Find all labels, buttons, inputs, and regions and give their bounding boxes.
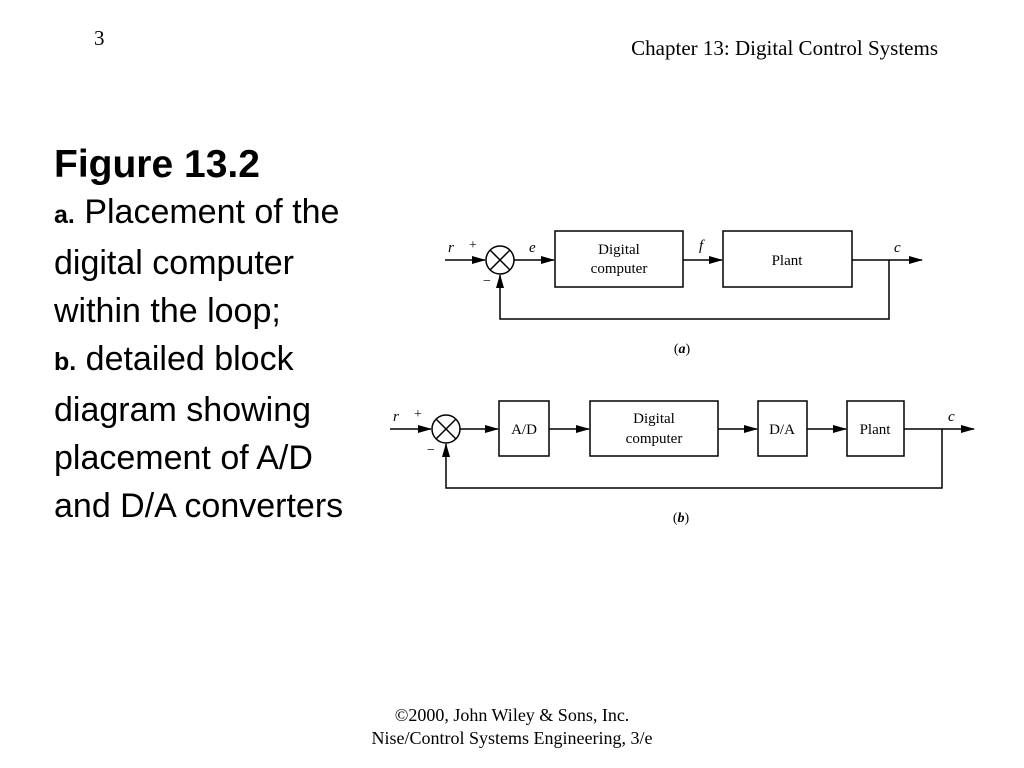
plus-sign-a: +: [469, 238, 477, 253]
ad-converter-block-b: A/D: [498, 400, 550, 457]
digital-computer-block-b: Digital computer: [589, 400, 719, 457]
digital-computer-block-a: Digital computer: [554, 230, 684, 288]
subfigure-label-a: (a): [674, 342, 691, 357]
output-label-a: c: [894, 240, 901, 256]
minus-sign-a: −: [483, 274, 491, 289]
feedback-path-a: [496, 260, 890, 320]
subfigure-letter-b: b: [678, 511, 685, 526]
plant-label-a: Plant: [772, 253, 804, 269]
subfigure-open-a: (: [674, 342, 679, 357]
plant-block-b: Plant: [846, 400, 905, 457]
copyright-footer: ©2000, John Wiley & Sons, Inc. Nise/Cont…: [0, 704, 1024, 750]
summing-junction-a: [485, 245, 515, 275]
digital-computer-label-line2-a: computer: [591, 261, 648, 277]
subfigure-close-b: ): [685, 511, 690, 526]
figure-caption: Figure 13.2 a. Placement of the digital …: [54, 142, 374, 530]
feedback-path-b: [442, 429, 943, 489]
caption-part-b: b. detailed block diagram showing placem…: [54, 340, 343, 525]
diagram-a: r + − e Digital computer f Plant c (a): [445, 230, 923, 357]
subfigure-close-a: ): [686, 342, 691, 357]
plus-sign-b: +: [414, 407, 422, 422]
da-label-b: D/A: [769, 422, 795, 438]
f-label-a: f: [699, 238, 705, 254]
plant-block-a: Plant: [722, 230, 853, 288]
figure-title: Figure 13.2: [54, 143, 260, 186]
caption-text-b: detailed block diagram showing placement…: [54, 340, 344, 525]
caption-letter-a: a.: [54, 201, 75, 229]
plant-label-b: Plant: [860, 422, 892, 438]
da-converter-block-b: D/A: [757, 400, 808, 457]
caption-part-a: a. Placement of the digital computer wit…: [54, 193, 339, 330]
digital-computer-label-line1-b: Digital: [633, 411, 675, 427]
digital-computer-label-line1-a: Digital: [598, 242, 640, 258]
diagram-b: r + − A/D Digital computer D/A Plant: [390, 400, 975, 526]
subfigure-letter-a: a: [679, 342, 686, 357]
chapter-title: Chapter 13: Digital Control Systems: [631, 36, 938, 60]
page-number: 3: [94, 26, 105, 50]
caption-text-a: Placement of the digital computer within…: [54, 193, 340, 330]
subfigure-open-b: (: [673, 511, 678, 526]
caption-letter-b: b.: [54, 348, 77, 376]
summing-junction-b: [431, 414, 461, 444]
digital-computer-label-line2-b: computer: [626, 431, 683, 447]
error-label-a: e: [529, 240, 536, 256]
input-label-a: r: [448, 240, 454, 256]
minus-sign-b: −: [427, 443, 435, 458]
ad-label-b: A/D: [511, 422, 537, 438]
input-label-b: r: [393, 409, 399, 425]
subfigure-label-b: (b): [673, 511, 690, 526]
output-label-b: c: [948, 409, 955, 425]
footer-line-2: Nise/Control Systems Engineering, 3/e: [371, 728, 653, 748]
footer-line-1: ©2000, John Wiley & Sons, Inc.: [394, 705, 630, 725]
